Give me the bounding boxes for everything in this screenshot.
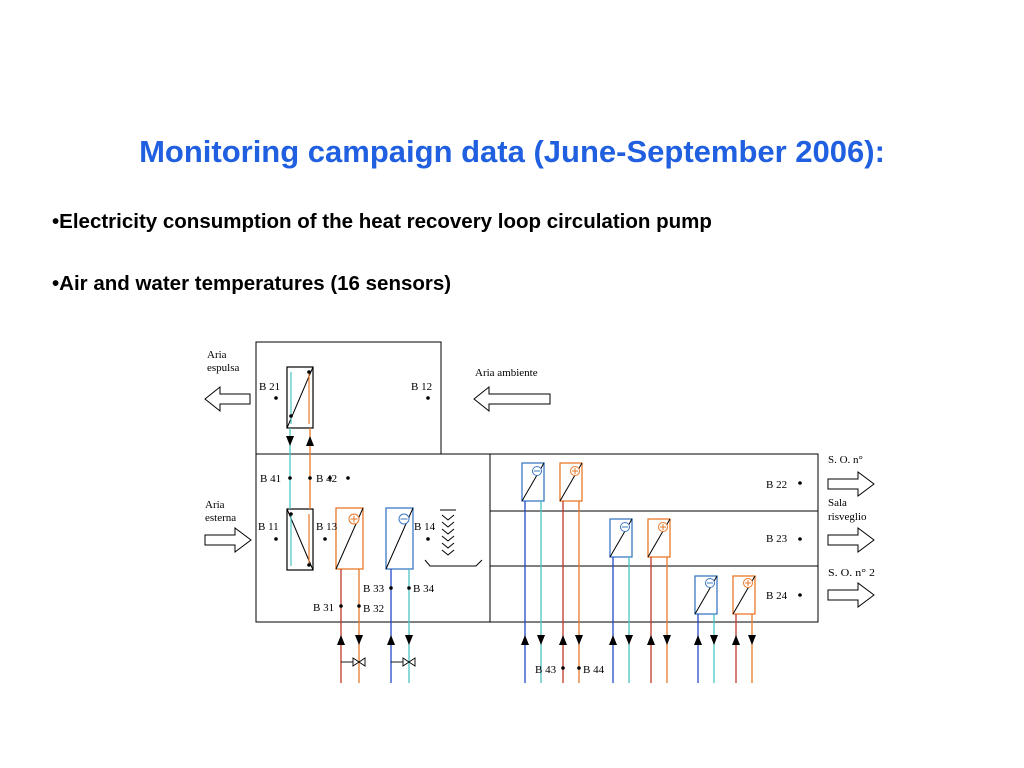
label-so-2: S. O. n° 2 xyxy=(828,567,875,579)
sensor-b24: B 24 xyxy=(766,590,788,602)
zone-pipe-arrows xyxy=(521,635,756,645)
loop-arrow-up xyxy=(306,436,314,446)
zone1-cooling-coil xyxy=(521,462,545,502)
sensor-b22: B 22 xyxy=(766,479,787,491)
recovery-loop-pipes xyxy=(289,428,311,509)
sensor-b34: B 34 xyxy=(413,583,435,595)
sensor-b43: B 43 xyxy=(535,664,557,676)
arrow-aria-espulsa xyxy=(204,385,251,413)
sensor-b12: B 12 xyxy=(411,381,432,393)
label-aria-esterna-1: Aria xyxy=(205,499,225,511)
zone3-heating-coil xyxy=(732,575,756,615)
sensor-b31: B 31 xyxy=(313,602,334,614)
sensor-b33: B 33 xyxy=(363,583,385,595)
ahu-pipe-arrows xyxy=(337,635,413,645)
sensor-b32: B 32 xyxy=(363,603,384,615)
sensor-b41: B 41 xyxy=(260,473,281,485)
arrow-so-1 xyxy=(827,471,875,497)
sensor-dots xyxy=(274,396,802,670)
label-aria-ambiente: Aria ambiente xyxy=(475,367,538,379)
sensor-b13: B 13 xyxy=(316,521,338,533)
unit-frames xyxy=(255,341,819,623)
heat-recovery-upper xyxy=(286,366,314,429)
sensor-b14: B 14 xyxy=(414,521,436,533)
label-sala-1: Sala xyxy=(828,497,847,509)
air-flow-arrows xyxy=(204,385,875,608)
zone-box-3 xyxy=(489,565,819,623)
zone-pipes xyxy=(524,501,753,683)
arrow-aria-esterna xyxy=(204,527,252,553)
heat-recovery-lower xyxy=(286,508,314,571)
three-way-valve-heating xyxy=(341,657,366,667)
zone1-heating-coil xyxy=(559,462,583,502)
label-aria-esterna-2: esterna xyxy=(205,512,236,524)
arrow-sala-risveglio xyxy=(827,527,875,553)
label-aria-espulsa-1: Aria xyxy=(207,349,227,361)
arrow-aria-ambiente xyxy=(473,385,551,413)
zone2-heating-coil xyxy=(647,518,671,558)
label-aria-espulsa-2: espulsa xyxy=(207,362,240,374)
sensor-b21: B 21 xyxy=(259,381,280,393)
zone2-cooling-coil xyxy=(609,518,633,558)
sensor-b44: B 44 xyxy=(583,664,605,676)
upper-air-box xyxy=(255,341,442,455)
arrow-so-2 xyxy=(827,582,875,608)
slide-title: Monitoring campaign data (June-September… xyxy=(139,134,885,169)
zone3-cooling-coil xyxy=(694,575,718,615)
label-so-1: S. O. n° xyxy=(828,454,863,466)
sensor-b11: B 11 xyxy=(258,521,279,533)
bullet-temperatures: •Air and water temperatures (16 sensors) xyxy=(52,272,452,295)
bullet-pump-consumption: •Electricity consumption of the heat rec… xyxy=(52,210,712,233)
three-way-valve-cooling xyxy=(391,657,416,667)
label-sala-2: risveglio xyxy=(828,511,867,523)
cooling-coil-ahu xyxy=(385,507,414,570)
sensor-b23: B 23 xyxy=(766,533,788,545)
sensor-b42: B 42 xyxy=(316,473,337,485)
loop-arrow-down xyxy=(286,436,294,446)
heating-coil-ahu xyxy=(335,507,364,570)
humidifier xyxy=(424,509,483,567)
